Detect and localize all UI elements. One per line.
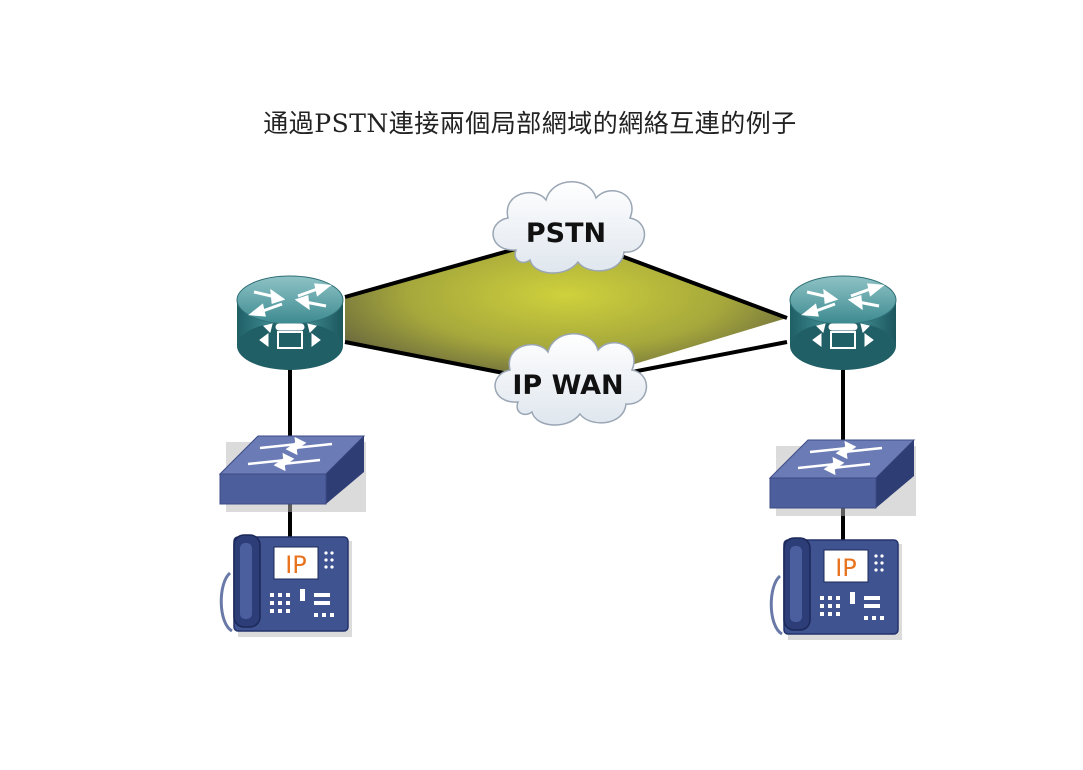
right-switch xyxy=(768,439,916,516)
pstn-label: PSTN xyxy=(526,218,606,249)
diagram-title: 通過PSTN連接兩個局部網域的網絡互連的例子 xyxy=(263,109,797,138)
pstn-cloud: PSTN xyxy=(492,180,646,274)
ipwan-label: IP WAN xyxy=(512,370,623,401)
router-icon xyxy=(789,275,897,370)
ip-phone-icon: IP xyxy=(219,534,352,637)
phone-glyph-icon xyxy=(812,323,874,349)
wan-area xyxy=(345,235,787,385)
left-router xyxy=(236,275,344,370)
left-phone-ip-label: IP xyxy=(285,551,307,579)
switch-icon xyxy=(218,435,366,512)
switch-icon xyxy=(768,439,916,516)
ip-phone-icon: IP xyxy=(769,537,902,640)
right-ip-phone: IP xyxy=(769,537,902,640)
router-icon xyxy=(236,275,344,370)
right-phone-ip-label: IP xyxy=(835,554,857,582)
right-router xyxy=(789,275,897,370)
ipwan-cloud: IP WAN xyxy=(494,332,648,426)
left-switch xyxy=(218,435,366,512)
left-ip-phone: IP xyxy=(219,534,352,637)
phone-glyph-icon xyxy=(259,323,321,349)
